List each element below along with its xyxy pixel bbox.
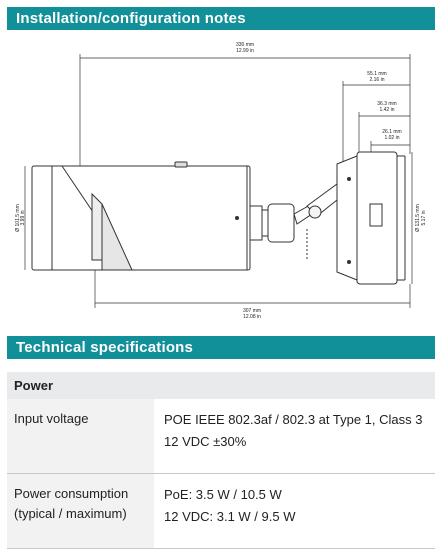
- table-row: Input voltage POE IEEE 802.3af / 802.3 a…: [7, 399, 435, 474]
- body-length-dimension: [94, 270, 411, 308]
- dim-55-mm: 55.1 mm: [367, 71, 386, 77]
- power-consumption-label-line1: Power consumption: [14, 486, 129, 501]
- overall-length-dimension: [79, 54, 411, 169]
- technical-specifications-header: Technical specifications: [7, 336, 435, 359]
- dim-26-mm: 26.1 mm: [382, 129, 401, 135]
- input-voltage-label: Input voltage: [7, 399, 154, 474]
- power-consumption-value: PoE: 3.5 W / 10.5 W 12 VDC: 3.1 W / 9.5 …: [154, 473, 435, 549]
- dim-36-mm: 36.3 mm: [377, 101, 396, 107]
- power-spec-table: Input voltage POE IEEE 802.3af / 802.3 a…: [7, 399, 435, 549]
- camera-dimension-drawing: 330 mm 12.99 in 55.1 mm 2.16 in 36.3 mm …: [15, 42, 427, 320]
- installation-notes-header: Installation/configuration notes: [7, 7, 435, 30]
- dim-55-in: 2.16 in: [369, 77, 384, 83]
- power-consumption-poe: PoE: 3.5 W / 10.5 W: [164, 487, 282, 502]
- camera-body: [31, 161, 251, 271]
- table-row: Power consumption (typical / maximum) Po…: [7, 473, 435, 549]
- right-diameter-mm: Ø 131.5 mm: [415, 204, 421, 232]
- dim-36-in: 1.42 in: [379, 107, 394, 113]
- input-voltage-dc: 12 VDC ±30%: [164, 434, 247, 449]
- input-voltage-poe: POE IEEE 802.3af / 802.3 at Type 1, Clas…: [164, 412, 423, 427]
- body-length-mm: 307 mm: [243, 308, 261, 314]
- overall-length-in: 12.99 in: [236, 48, 254, 54]
- power-consumption-label: Power consumption (typical / maximum): [7, 473, 154, 549]
- power-section-header: Power: [7, 372, 435, 399]
- left-diameter-mm: Ø 101.5 mm: [15, 204, 21, 232]
- wall-mount: [336, 151, 406, 285]
- power-consumption-dc: 12 VDC: 3.1 W / 9.5 W: [164, 509, 296, 524]
- input-voltage-value: POE IEEE 802.3af / 802.3 at Type 1, Clas…: [154, 399, 435, 474]
- body-length-in: 12.08 in: [243, 314, 261, 320]
- dim-26-in: 1.02 in: [384, 135, 399, 141]
- right-diameter-in: 5.17 in: [421, 210, 427, 225]
- bracket-arm: [249, 183, 348, 259]
- power-consumption-label-line2: (typical / maximum): [14, 506, 127, 521]
- left-diameter-in: 3.99 in: [20, 210, 26, 225]
- overall-length-mm: 330 mm: [236, 42, 254, 48]
